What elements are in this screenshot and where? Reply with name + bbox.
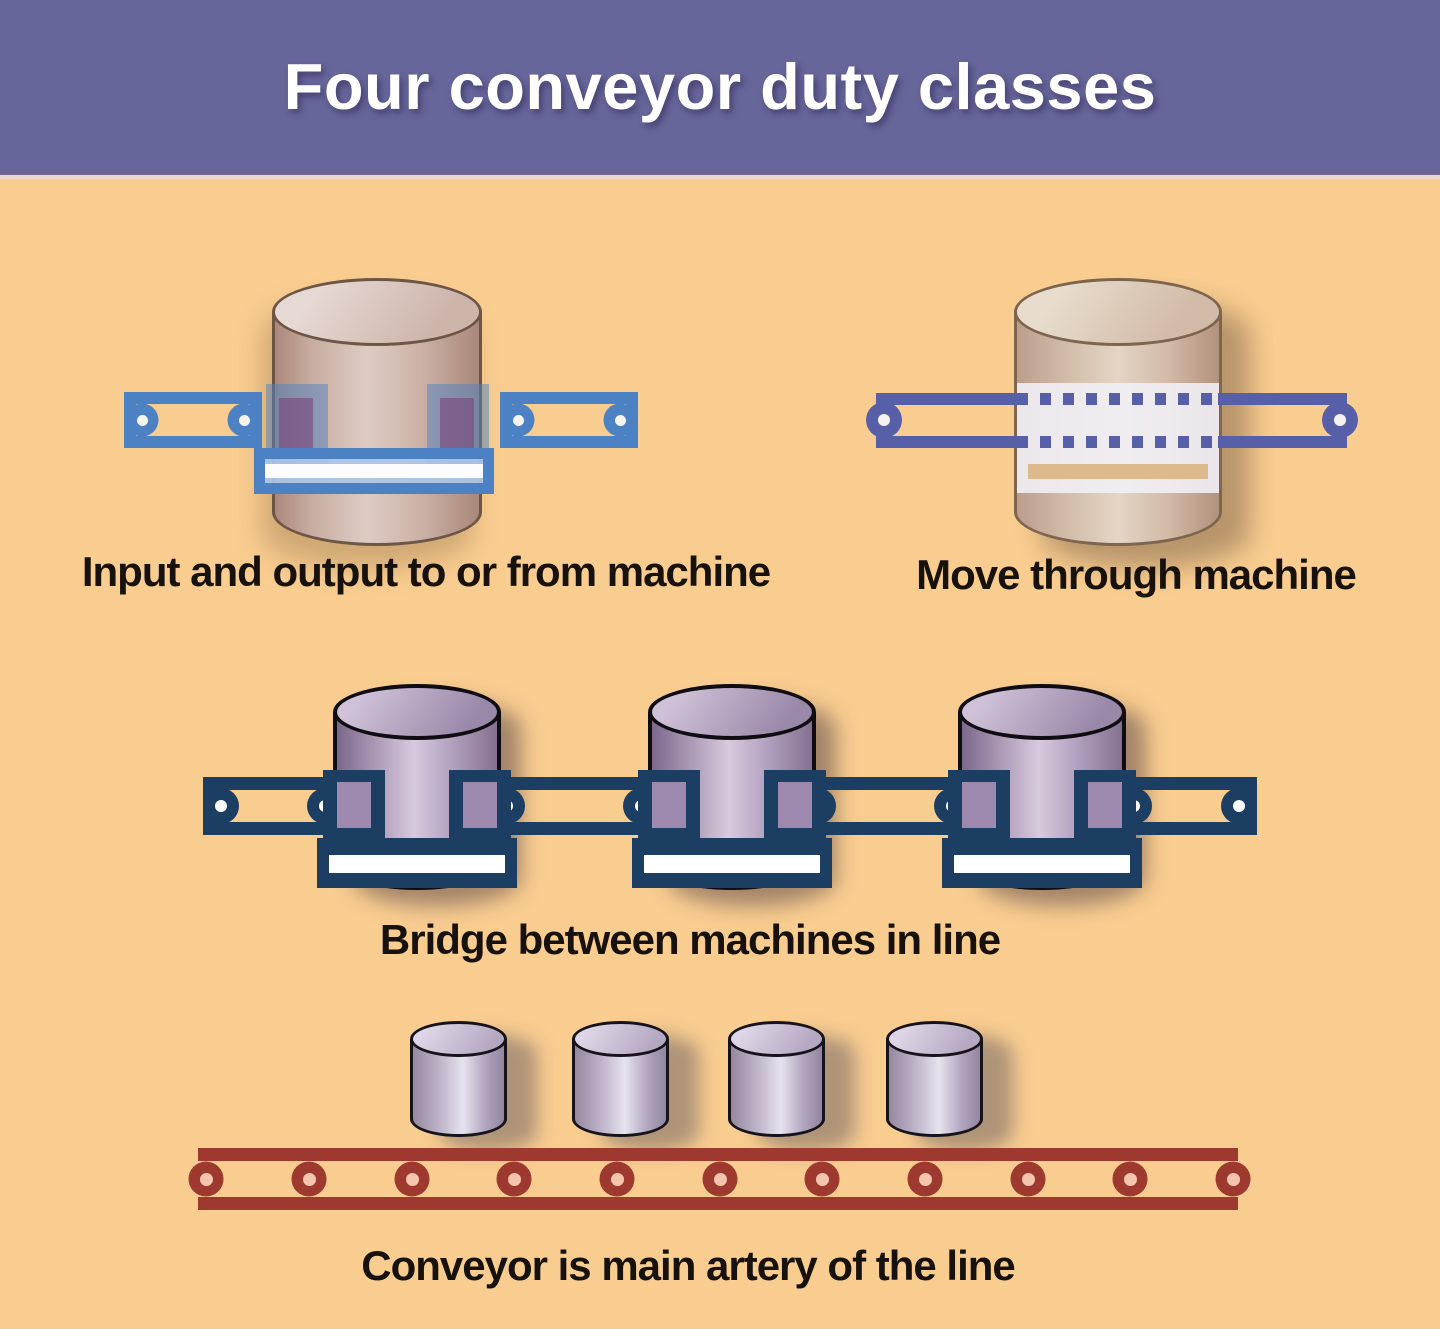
cylinder-top: [728, 1021, 825, 1057]
conveyor-frame: [203, 777, 343, 835]
product-cylinder: [728, 1021, 825, 1137]
bridge-conveyor-segment: [203, 777, 343, 835]
conveyor-roller: [496, 1161, 532, 1197]
page-title: Four conveyor duty classes: [283, 49, 1157, 123]
conveyor-roller: [1215, 1161, 1251, 1197]
cylinder-top: [272, 278, 482, 346]
machine-intake-port: [948, 770, 1010, 842]
input-conveyor-segment: [124, 392, 262, 448]
machine-output-port: [449, 770, 511, 842]
conveyor-roller: [125, 403, 159, 437]
conveyor-roller: [702, 1161, 738, 1197]
conveyor-roller: [907, 1161, 943, 1197]
internal-belt-band: [1028, 464, 1208, 479]
artery-conveyor-rail-top: [198, 1148, 1238, 1161]
product-cylinder: [572, 1021, 669, 1137]
conveyor-roller: [501, 403, 535, 437]
conveyor-rail-bottom-right: [1218, 436, 1340, 448]
header-banner: Four conveyor duty classes: [0, 0, 1440, 175]
product-cylinder: [410, 1021, 507, 1137]
conveyor-roller: [866, 402, 902, 438]
under-machine-conveyor: [632, 838, 832, 888]
under-machine-conveyor: [317, 838, 517, 888]
conveyor-rail-top-dashed: [1017, 393, 1219, 405]
cylinder-top: [1014, 278, 1222, 346]
conveyor-frame: [124, 392, 262, 448]
conveyor-rail-bottom-left: [884, 436, 1017, 448]
port-window: [962, 782, 996, 828]
caption-input-output: Input and output to or from machine: [81, 548, 771, 595]
belt-stripe: [329, 855, 505, 873]
belt-stripe: [954, 855, 1130, 873]
conveyor-roller: [1221, 788, 1257, 824]
cylinder-top: [410, 1021, 507, 1057]
conveyor-roller: [1112, 1161, 1148, 1197]
belt-stripe: [644, 855, 820, 873]
cylinder-top: [886, 1021, 983, 1057]
machine-intake-port: [638, 770, 700, 842]
cylinder-top: [958, 684, 1126, 740]
caption-main-artery: Conveyor is main artery of the line: [361, 1242, 1016, 1289]
bridge-conveyor-segment: [489, 777, 659, 835]
port-window: [279, 398, 313, 452]
machine-intake-port: [323, 770, 385, 842]
port-window: [778, 782, 812, 828]
machine-output-port: [1074, 770, 1136, 842]
conveyor-roller: [1322, 402, 1358, 438]
conveyor-rail-bottom-dashed: [1017, 436, 1219, 448]
under-machine-conveyor: [254, 448, 494, 494]
output-conveyor-segment: [500, 392, 638, 448]
port-window: [337, 782, 371, 828]
conveyor-roller: [1010, 1161, 1046, 1197]
caption-move-through: Move through machine: [916, 551, 1357, 598]
artery-conveyor-rail-bottom: [198, 1197, 1238, 1210]
conveyor-roller: [804, 1161, 840, 1197]
caption-bridge: Bridge between machines in line: [379, 916, 1001, 963]
belt-stripe: [265, 464, 483, 478]
port-window: [1088, 782, 1122, 828]
conveyor-rail-top-left: [884, 393, 1017, 405]
cylinder-top: [572, 1021, 669, 1057]
cylinder-top: [333, 684, 501, 740]
conveyor-roller: [188, 1161, 224, 1197]
under-machine-conveyor: [942, 838, 1142, 888]
port-window: [440, 398, 474, 452]
header-divider: [0, 175, 1440, 179]
port-window: [652, 782, 686, 828]
bridge-conveyor-segment: [1116, 777, 1257, 835]
conveyor-roller: [603, 403, 637, 437]
conveyor-roller: [227, 403, 261, 437]
conveyor-rail-top-right: [1218, 393, 1340, 405]
conveyor-roller: [203, 788, 239, 824]
conveyor-roller: [599, 1161, 635, 1197]
port-window: [463, 782, 497, 828]
machine-output-port: [764, 770, 826, 842]
conveyor-roller: [394, 1161, 430, 1197]
product-cylinder: [886, 1021, 983, 1137]
cylinder-top: [648, 684, 816, 740]
conveyor-roller: [291, 1161, 327, 1197]
